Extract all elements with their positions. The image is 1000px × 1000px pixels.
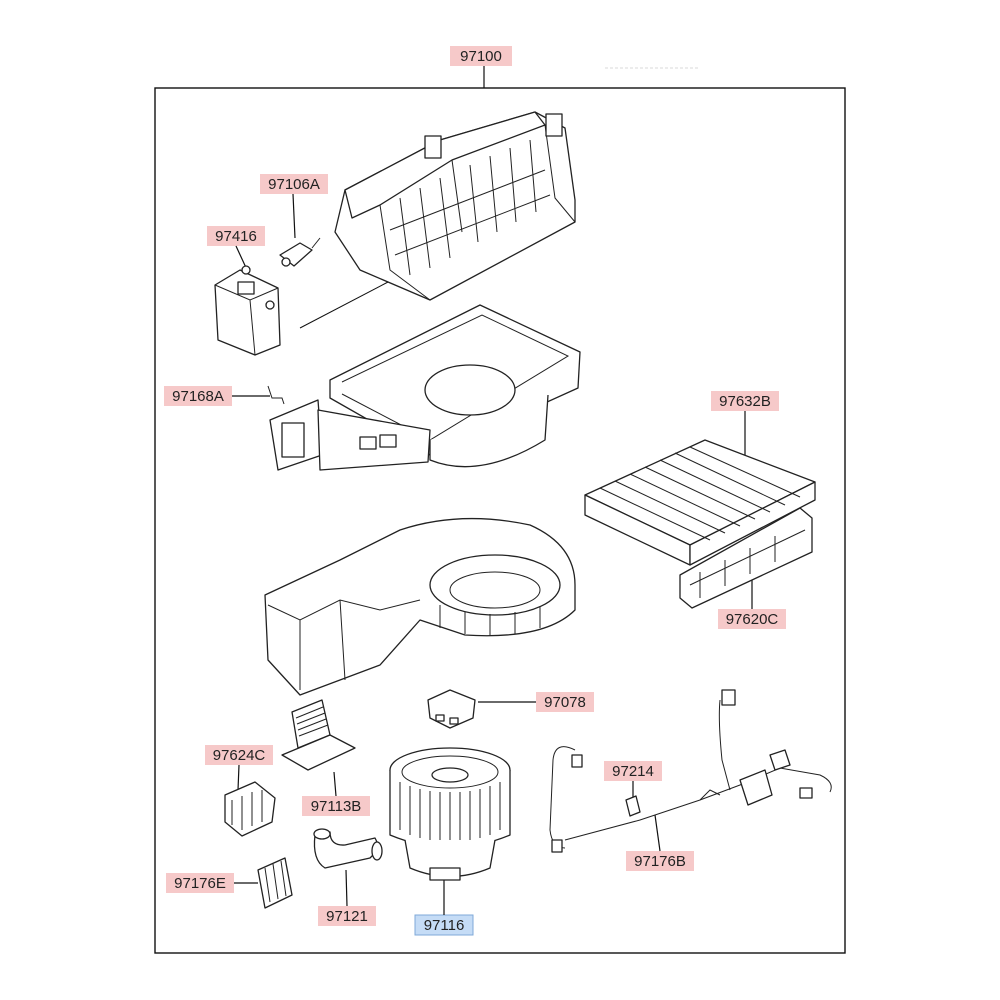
part-label-97100[interactable]: 97100	[450, 46, 512, 66]
svg-text:97620C: 97620C	[726, 611, 779, 628]
part-label-97078[interactable]: 97078	[536, 692, 594, 712]
blower-motor-97116	[389, 747, 511, 881]
leader-97176B	[654, 814, 661, 852]
leader-97113B	[333, 771, 337, 797]
svg-text:97100: 97100	[460, 48, 502, 65]
assembly-frame	[154, 87, 846, 954]
part-label-97168A[interactable]: 97168A	[164, 386, 232, 406]
svg-text:97176B: 97176B	[634, 853, 686, 870]
part-label-97176B[interactable]: 97176B	[626, 851, 694, 871]
duct-97121	[313, 828, 383, 869]
part-label-97620C[interactable]: 97620C	[718, 609, 786, 629]
svg-text:97116: 97116	[424, 917, 465, 934]
relay-97078	[427, 689, 476, 729]
connector-97624C	[224, 781, 276, 837]
svg-text:97176E: 97176E	[174, 875, 226, 892]
part-label-97632B[interactable]: 97632B	[711, 391, 779, 411]
leader-97106A	[292, 193, 296, 239]
part-label-97106A[interactable]: 97106A	[260, 174, 328, 194]
wiring-harness-97176B	[549, 689, 832, 853]
sensor-97214	[625, 795, 641, 817]
middle-case	[269, 304, 581, 471]
svg-text:97214: 97214	[612, 763, 654, 780]
part-label-97113B[interactable]: 97113B	[302, 796, 370, 816]
part-label-97116[interactable]: 97116	[414, 914, 474, 936]
svg-text:97121: 97121	[326, 908, 368, 925]
leader-97121	[345, 869, 348, 907]
cabin-filter-97632B	[584, 439, 816, 566]
svg-text:97416: 97416	[215, 228, 257, 245]
part-label-97214[interactable]: 97214	[604, 761, 662, 781]
svg-text:97624C: 97624C	[213, 747, 266, 764]
connector-97176E	[257, 857, 293, 909]
clip-97168A	[267, 385, 285, 405]
filter-cover-97620C	[679, 507, 813, 609]
leader-97624C	[237, 764, 240, 791]
svg-text:97078: 97078	[544, 694, 586, 711]
part-label-97121[interactable]: 97121	[318, 906, 376, 926]
svg-text:97632B: 97632B	[719, 393, 771, 410]
part-label-97416[interactable]: 97416	[207, 226, 265, 246]
lower-blower-housing	[264, 517, 576, 696]
part-label-97176E[interactable]: 97176E	[166, 873, 234, 893]
svg-text:97106A: 97106A	[268, 176, 320, 193]
actuator-97416	[214, 265, 281, 356]
sensor-97106A	[279, 237, 321, 267]
svg-text:97168A: 97168A	[172, 388, 224, 405]
part-label-97624C[interactable]: 97624C	[205, 745, 273, 765]
svg-text:97113B: 97113B	[311, 798, 362, 815]
upper-housing	[299, 111, 576, 329]
resistor-97113B	[281, 699, 356, 771]
